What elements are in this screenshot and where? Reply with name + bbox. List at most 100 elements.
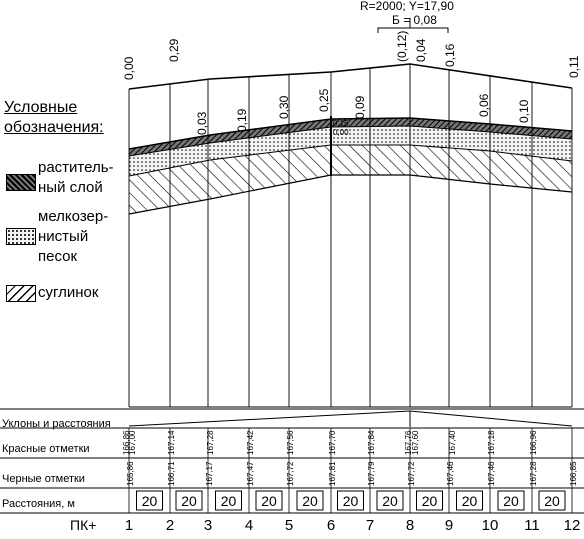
black-mark-value: 167,81	[328, 461, 337, 486]
black-mark-value: 167,79	[367, 461, 376, 486]
depth-label-top: 0,00	[122, 56, 136, 80]
design-grade-line	[128, 63, 573, 90]
loam-bottom-line	[128, 174, 573, 215]
legend-vegetation-label: раститель- ный слой	[38, 159, 114, 196]
distance-box	[296, 490, 324, 511]
table-row-label: Уклоны и расстояния	[2, 418, 111, 430]
depth-label-middle: 0,25	[317, 88, 331, 112]
pk-number: 9	[445, 517, 453, 534]
sand-layer	[129, 126, 572, 176]
distance-box	[497, 490, 525, 511]
curve-bracket	[377, 27, 449, 33]
black-mark-value: 167,17	[205, 461, 214, 486]
depth-label-top: (0,12)	[395, 31, 409, 62]
distance-value: 20	[422, 493, 438, 509]
depth-label-top: 0,11	[567, 55, 581, 78]
pk-number: 7	[366, 517, 374, 534]
black-mark-value: 166,85	[569, 461, 578, 486]
red-mark-value: 167,28	[206, 430, 215, 455]
layer-thickness-label: 0,15	[333, 119, 349, 128]
curve-radius-label: R=2000; Y=17,90	[360, 0, 454, 13]
black-mark-value: 167,46	[487, 461, 496, 486]
black-mark-value: 167,47	[246, 461, 255, 486]
distance-value: 20	[181, 493, 197, 509]
layer-thickness-label: 0,00	[333, 128, 349, 137]
red-mark-value: 166,96	[529, 430, 538, 455]
distance-box	[215, 490, 242, 511]
pk-number: 12	[564, 517, 581, 534]
legend-title: Условные обозначения:	[4, 99, 104, 136]
black-mark-value: 167,28	[529, 461, 538, 486]
distance-value: 20	[462, 493, 478, 509]
red-mark-value: 167,56	[286, 430, 295, 455]
pk-number: 1	[125, 517, 133, 534]
distance-value: 20	[302, 493, 318, 509]
red-mark-value: 167,70	[328, 430, 337, 455]
distance-value: 20	[382, 493, 398, 509]
depth-label-top: 0,04	[414, 38, 428, 62]
distance-box	[416, 490, 443, 511]
table-row-label: Расстояния, м	[2, 498, 75, 510]
loam-layer-swatch	[6, 285, 36, 302]
distance-value: 20	[544, 493, 560, 509]
red-mark-value: 167,18	[487, 430, 496, 455]
table-row-label: Красные отметки	[2, 443, 90, 455]
distance-box	[136, 490, 163, 511]
red-mark-value: 167,14	[167, 430, 176, 455]
distance-box	[255, 490, 283, 511]
distance-box	[538, 490, 566, 511]
pk-number: 4	[245, 517, 253, 534]
red-mark-value: 167,40	[448, 430, 457, 455]
black-mark-value: 165,86	[126, 461, 135, 486]
red-mark-value: 166,86	[122, 430, 131, 455]
depth-label-middle: 0,06	[477, 93, 491, 117]
red-mark-value: 167,84	[367, 430, 376, 455]
legend-sand-label: мелкозер- нистый песок	[38, 208, 109, 265]
pk-number: 8	[406, 517, 414, 534]
loam-layer	[129, 145, 572, 214]
red-mark-value: 167,60	[411, 430, 420, 455]
red-mark-value: 167,00	[128, 430, 137, 455]
pk-number: 3	[204, 517, 212, 534]
vegetation-bottom-line	[128, 125, 573, 157]
depth-label-middle: 0,30	[277, 95, 291, 119]
distance-value: 20	[503, 493, 519, 509]
legend-loam-label: суглинок	[38, 284, 99, 301]
pk-number: 11	[524, 517, 540, 534]
depth-label-middle: 0,19	[235, 108, 249, 132]
depth-label-middle: 0,10	[517, 99, 531, 123]
red-mark-value: 167,42	[246, 430, 255, 455]
depth-label-middle: 0,09	[353, 95, 367, 119]
profile-area: R=2000; Y=17,90Б = 0,08 0,00 0,29 (0,12) 0,0…	[122, 0, 581, 408]
red-mark-value: 167,76	[404, 430, 413, 455]
black-mark-value: 166,71	[167, 461, 176, 486]
depth-label-top: 0,16	[443, 43, 457, 67]
distance-box	[376, 490, 404, 511]
black-mark-value: 167,72	[407, 461, 416, 486]
vegetation-layer-swatch	[6, 174, 36, 191]
sand-layer-swatch	[6, 228, 36, 245]
slope-line	[128, 410, 573, 427]
black-mark-value: 167,46	[446, 461, 455, 486]
distance-value: 20	[142, 493, 158, 509]
depth-label-top: 0,29	[167, 38, 181, 62]
distance-box	[175, 490, 203, 511]
pk-number: 5	[285, 517, 293, 534]
distance-value: 20	[261, 493, 277, 509]
distance-box	[456, 490, 483, 511]
pk-number: 2	[166, 517, 174, 534]
depth-label-middle: 0,03	[195, 111, 209, 135]
table-row-label: Черные отметки	[2, 473, 85, 485]
pk-label: ПК+	[70, 517, 96, 533]
distance-box	[337, 490, 364, 511]
distance-value: 20	[221, 493, 237, 509]
black-mark-value: 167,72	[286, 461, 295, 486]
curve-bisector-label: Б = 0,08	[392, 13, 437, 27]
pk-number: 10	[482, 517, 499, 534]
ground-surface-line	[128, 117, 573, 150]
pk-number: 6	[327, 517, 335, 534]
vegetation-layer	[129, 118, 572, 156]
